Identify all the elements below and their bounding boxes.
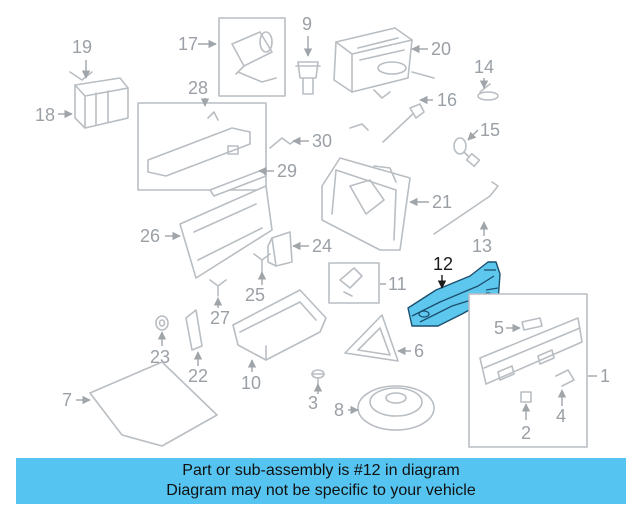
callout-21: 21 <box>432 192 452 212</box>
callout-8: 8 <box>334 400 344 420</box>
callout-2: 2 <box>521 423 531 443</box>
part-20-compressor <box>333 27 435 99</box>
part-4-clip <box>555 369 575 387</box>
callout-4: 4 <box>556 406 566 426</box>
part-10-bin <box>232 289 327 361</box>
part-15-tow-hook <box>453 137 481 168</box>
callout-13: 13 <box>472 236 492 256</box>
callout-17: 17 <box>178 34 198 54</box>
part-29-strip <box>209 169 267 197</box>
callout-5: 5 <box>494 318 504 338</box>
part-6-triangle <box>344 314 399 362</box>
part-11-box <box>328 262 380 304</box>
callout-27: 27 <box>210 308 230 328</box>
part-25-clip <box>253 253 271 273</box>
callout-3: 3 <box>308 393 318 413</box>
part-2-clip <box>520 391 532 403</box>
part-8-tire-holder <box>357 385 435 431</box>
callout-23: 23 <box>150 347 170 367</box>
part-18-bag <box>69 71 129 129</box>
info-banner: Part or sub-assembly is #12 in diagram D… <box>16 458 626 504</box>
callout-28: 28 <box>188 78 208 98</box>
callout-12: 12 <box>433 254 453 274</box>
callout-10: 10 <box>241 373 261 393</box>
callout-20: 20 <box>431 39 451 59</box>
part-23-grommet <box>155 315 169 331</box>
callout-11: 11 <box>388 274 407 294</box>
part-16-tool <box>382 103 425 143</box>
callout-6: 6 <box>414 341 424 361</box>
banner-line-2: Diagram may not be specific to your vehi… <box>166 482 476 499</box>
callout-29: 29 <box>277 161 297 181</box>
banner-line-1: Part or sub-assembly is #12 in diagram <box>182 462 460 479</box>
callout-15: 15 <box>480 120 500 140</box>
part-24-bracket <box>267 231 293 267</box>
callout-18: 18 <box>35 105 55 125</box>
leader-15 <box>467 129 479 141</box>
part-13-rod <box>433 181 499 235</box>
part-27-clip <box>209 279 227 297</box>
parts-diagram: 19 18 17 9 20 14 16 <box>35 14 610 448</box>
part-28-panel <box>137 102 267 191</box>
part-3-bolt <box>311 369 325 385</box>
callout-16: 16 <box>437 90 457 110</box>
part-17-canister <box>218 17 286 97</box>
part-7-floor-mat <box>89 361 218 447</box>
callout-25: 25 <box>245 285 265 305</box>
callout-24: 24 <box>312 236 332 256</box>
callout-30: 30 <box>312 131 332 151</box>
part-30-clip <box>269 137 297 149</box>
part-26-trim-panel <box>179 185 273 279</box>
callout-26: 26 <box>140 226 160 246</box>
part-5-pad <box>521 317 543 331</box>
callout-22: 22 <box>188 366 208 386</box>
callout-19: 19 <box>72 37 92 57</box>
callout-1: 1 <box>600 366 610 386</box>
part-21-tray <box>321 157 411 251</box>
callout-9: 9 <box>302 14 312 34</box>
callout-7: 7 <box>62 390 72 410</box>
part-16-cable <box>349 123 369 131</box>
part-14-ring <box>477 83 499 101</box>
part-9-valve <box>295 61 321 95</box>
part-22-hook <box>185 309 203 351</box>
callout-14: 14 <box>474 57 494 77</box>
